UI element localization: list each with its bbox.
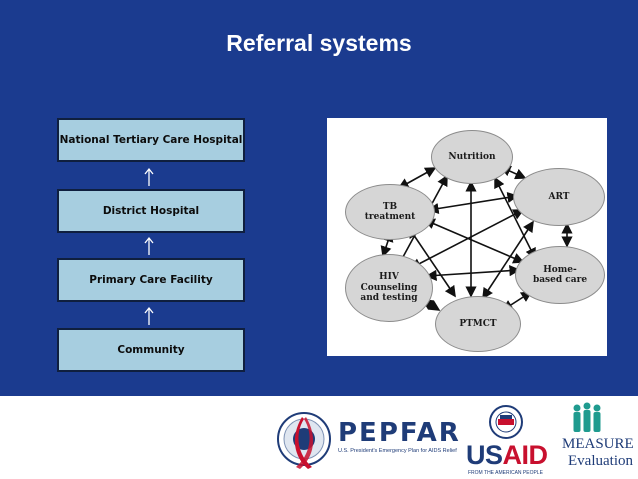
node-art: ART <box>513 168 605 226</box>
link-tb-art <box>427 191 519 215</box>
usaid-aid: AID <box>502 440 549 470</box>
node-hiv-counseling: HIV Counseling and testing <box>345 254 433 322</box>
referral-network-diagram: Nutrition TB treatment ART HIV Counselin… <box>327 118 607 356</box>
node-ptmct: PTMCT <box>435 296 521 352</box>
measure-figures-logo <box>573 402 601 432</box>
usaid-tagline: FROM THE AMERICAN PEOPLE <box>468 470 543 476</box>
slide-title: Referral systems <box>226 30 412 56</box>
pepfar-tagline: U.S. President's Emergency Plan for AIDS… <box>338 448 457 454</box>
up-arrow-icon <box>144 306 154 325</box>
up-arrow-icon <box>144 167 154 186</box>
usaid-seal-logo <box>489 405 523 439</box>
node-tb-treatment: TB treatment <box>345 184 435 240</box>
link-art-ptmct <box>482 220 534 300</box>
pepfar-seal-logo <box>277 412 331 469</box>
level-primary-care-facility: Primary Care Facility <box>57 258 245 302</box>
pepfar-wordmark: PEPFAR <box>338 418 461 448</box>
usaid-wordmark: USAID <box>466 440 548 471</box>
link-art-hiv <box>409 209 525 269</box>
level-district-hospital: District Hospital <box>57 189 245 233</box>
level-national-tertiary-hospital: National Tertiary Care Hospital <box>57 118 245 162</box>
link-hiv-home <box>425 265 521 281</box>
evaluation-wordmark: Evaluation <box>568 453 633 469</box>
link-tb-home <box>423 218 525 264</box>
measure-wordmark: MEASURE <box>562 436 634 452</box>
up-arrow-icon <box>144 236 154 255</box>
usaid-us: US <box>466 440 503 470</box>
level-community: Community <box>57 328 245 372</box>
node-home-based-care: Home- based care <box>515 246 605 304</box>
slide-background: Referral systems National Tertiary Care … <box>0 0 638 396</box>
node-nutrition: Nutrition <box>431 130 513 184</box>
